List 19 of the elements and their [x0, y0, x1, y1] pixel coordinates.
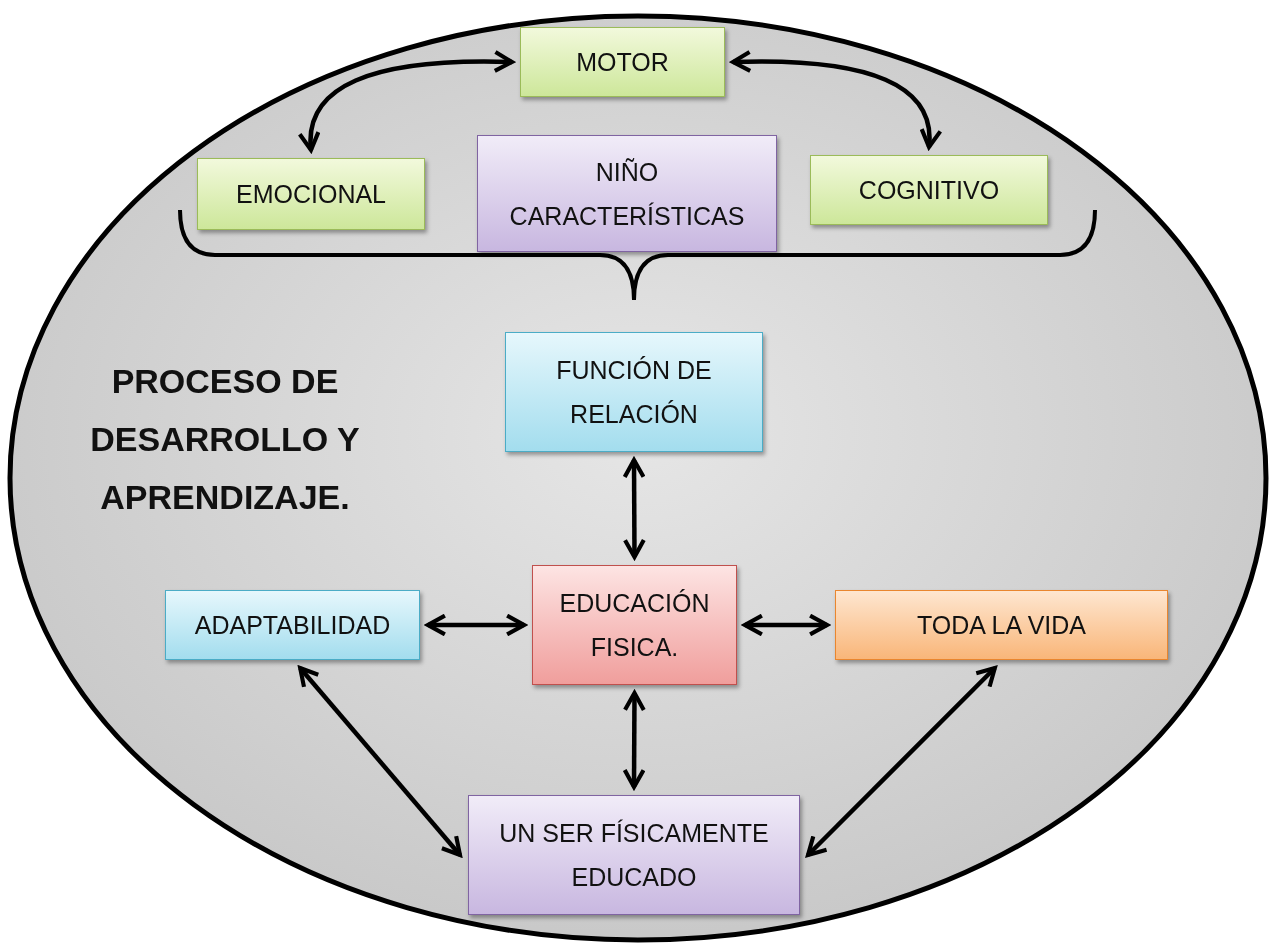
process-box: UN SER FÍSICAMENTE EDUCADO — [468, 795, 800, 915]
ellipse-frame — [10, 15, 1266, 940]
arrow — [805, 665, 997, 858]
arrow — [299, 50, 515, 153]
arrow — [298, 665, 463, 858]
process-box: EMOCIONAL — [197, 158, 425, 230]
process-box: NIÑO CARACTERÍSTICAS — [477, 135, 777, 252]
process-box: EDUCACIÓN FISICA. — [532, 565, 737, 685]
process-box: COGNITIVO — [810, 155, 1048, 225]
node-label: PROCESO DE DESARROLLO Y APRENDIZAJE. — [89, 361, 361, 518]
arrow — [622, 457, 646, 560]
process-box: TODA LA VIDA — [835, 590, 1168, 660]
arrow — [425, 613, 527, 637]
arrow — [622, 690, 646, 790]
process-box: ADAPTABILIDAD — [165, 590, 420, 660]
process-box: MOTOR — [520, 27, 725, 97]
arrow — [730, 50, 941, 150]
arrow — [742, 613, 830, 637]
process-box: FUNCIÓN DE RELACIÓN — [505, 332, 763, 452]
